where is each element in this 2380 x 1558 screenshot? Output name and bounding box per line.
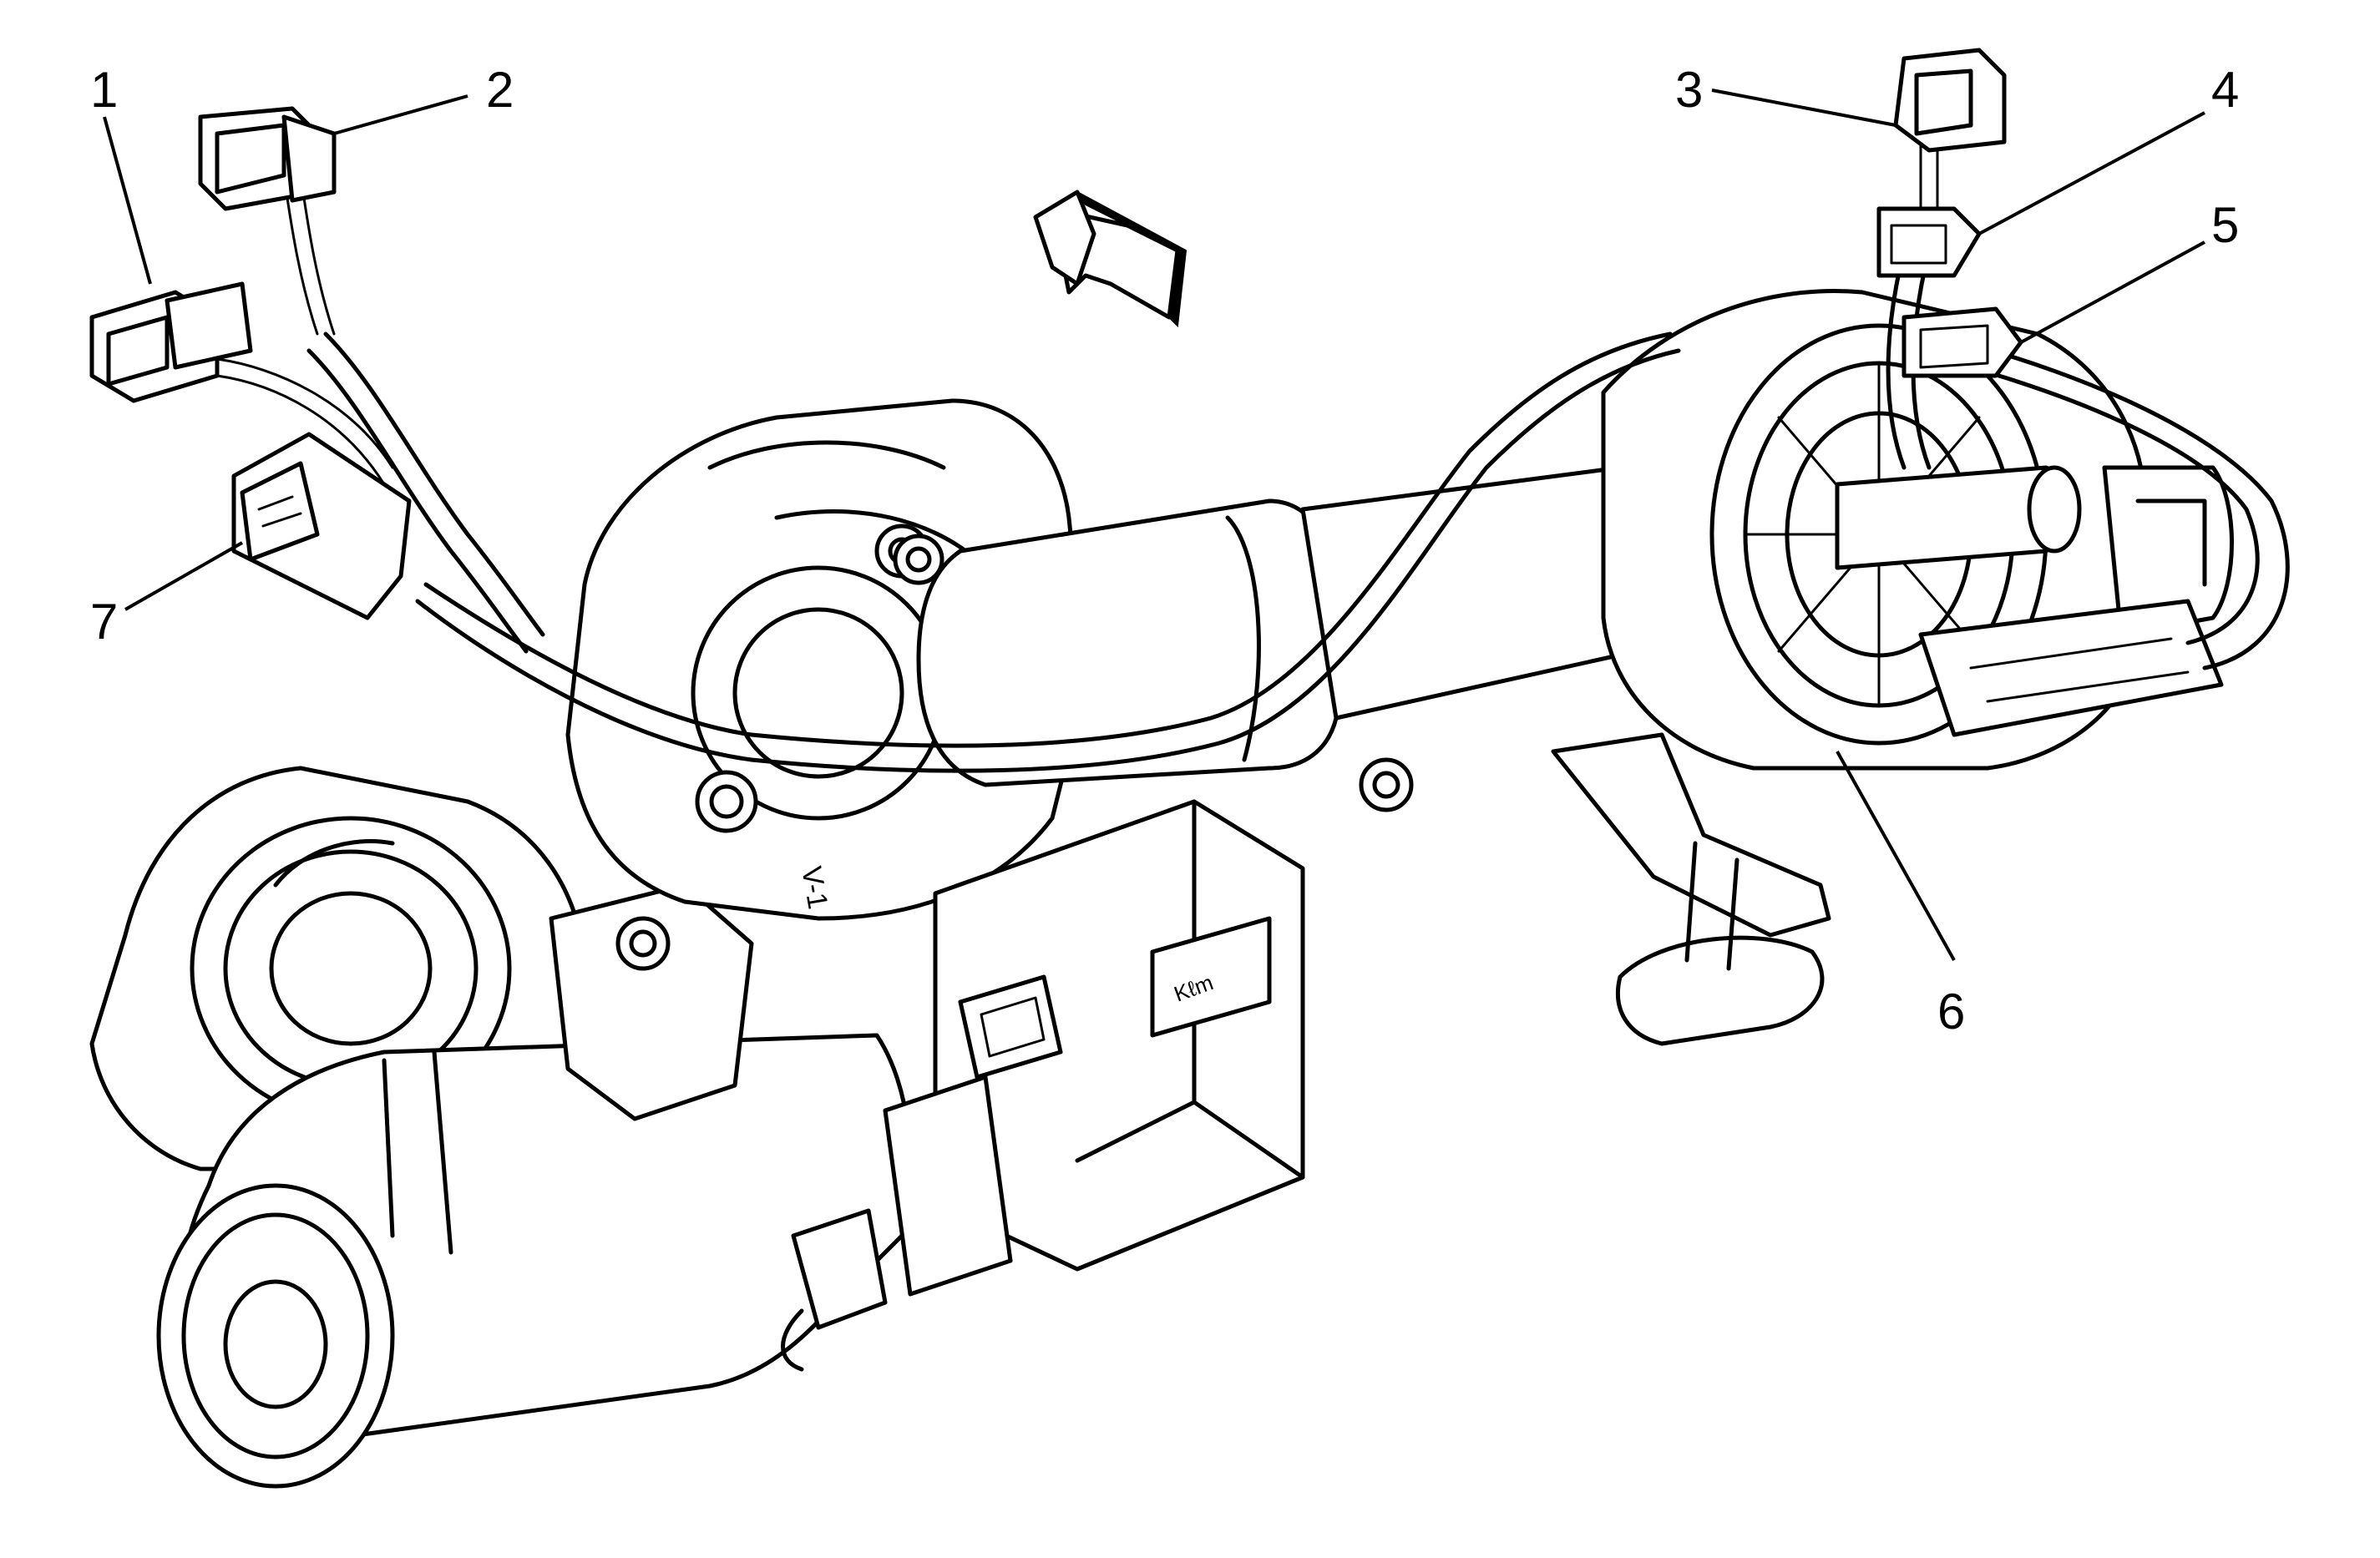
leader-line-1 — [103, 116, 152, 285]
leader-line-7 — [124, 541, 243, 611]
callout-7: 7 — [90, 594, 118, 650]
callout-5: 5 — [2211, 197, 2239, 253]
connector-4 — [1876, 206, 1982, 278]
leader-line-2 — [333, 94, 468, 135]
tilt-lever — [1551, 732, 1831, 1046]
housing-stamp-label: V-1 — [795, 864, 833, 912]
clockspring-assembly — [1601, 289, 2234, 771]
connector-1 — [89, 281, 253, 403]
callout-2: 2 — [486, 62, 514, 118]
leader-line-5 — [2020, 240, 2205, 344]
callout-6: 6 — [1937, 984, 1965, 1040]
callout-3: 3 — [1675, 62, 1703, 118]
leader-line-4 — [1978, 111, 2205, 235]
control-module: Kℓm — [883, 799, 1305, 1297]
connector-5 — [1901, 306, 2023, 378]
callout-1: 1 — [90, 62, 118, 118]
assist-motor — [89, 766, 913, 1489]
connector-2 — [198, 106, 337, 211]
connector-7 — [231, 432, 412, 620]
direction-arrow-icon — [1033, 190, 1187, 328]
leader-line-6 — [1836, 751, 1956, 961]
leader-line-3 — [1711, 89, 1896, 127]
connector-3 — [1893, 48, 2007, 153]
callout-4: 4 — [2211, 62, 2239, 118]
leader-lines — [103, 89, 2205, 961]
steering-shaft-tube — [893, 465, 1667, 812]
callout-labels: 1 2 3 4 5 6 7 — [90, 62, 2239, 1040]
